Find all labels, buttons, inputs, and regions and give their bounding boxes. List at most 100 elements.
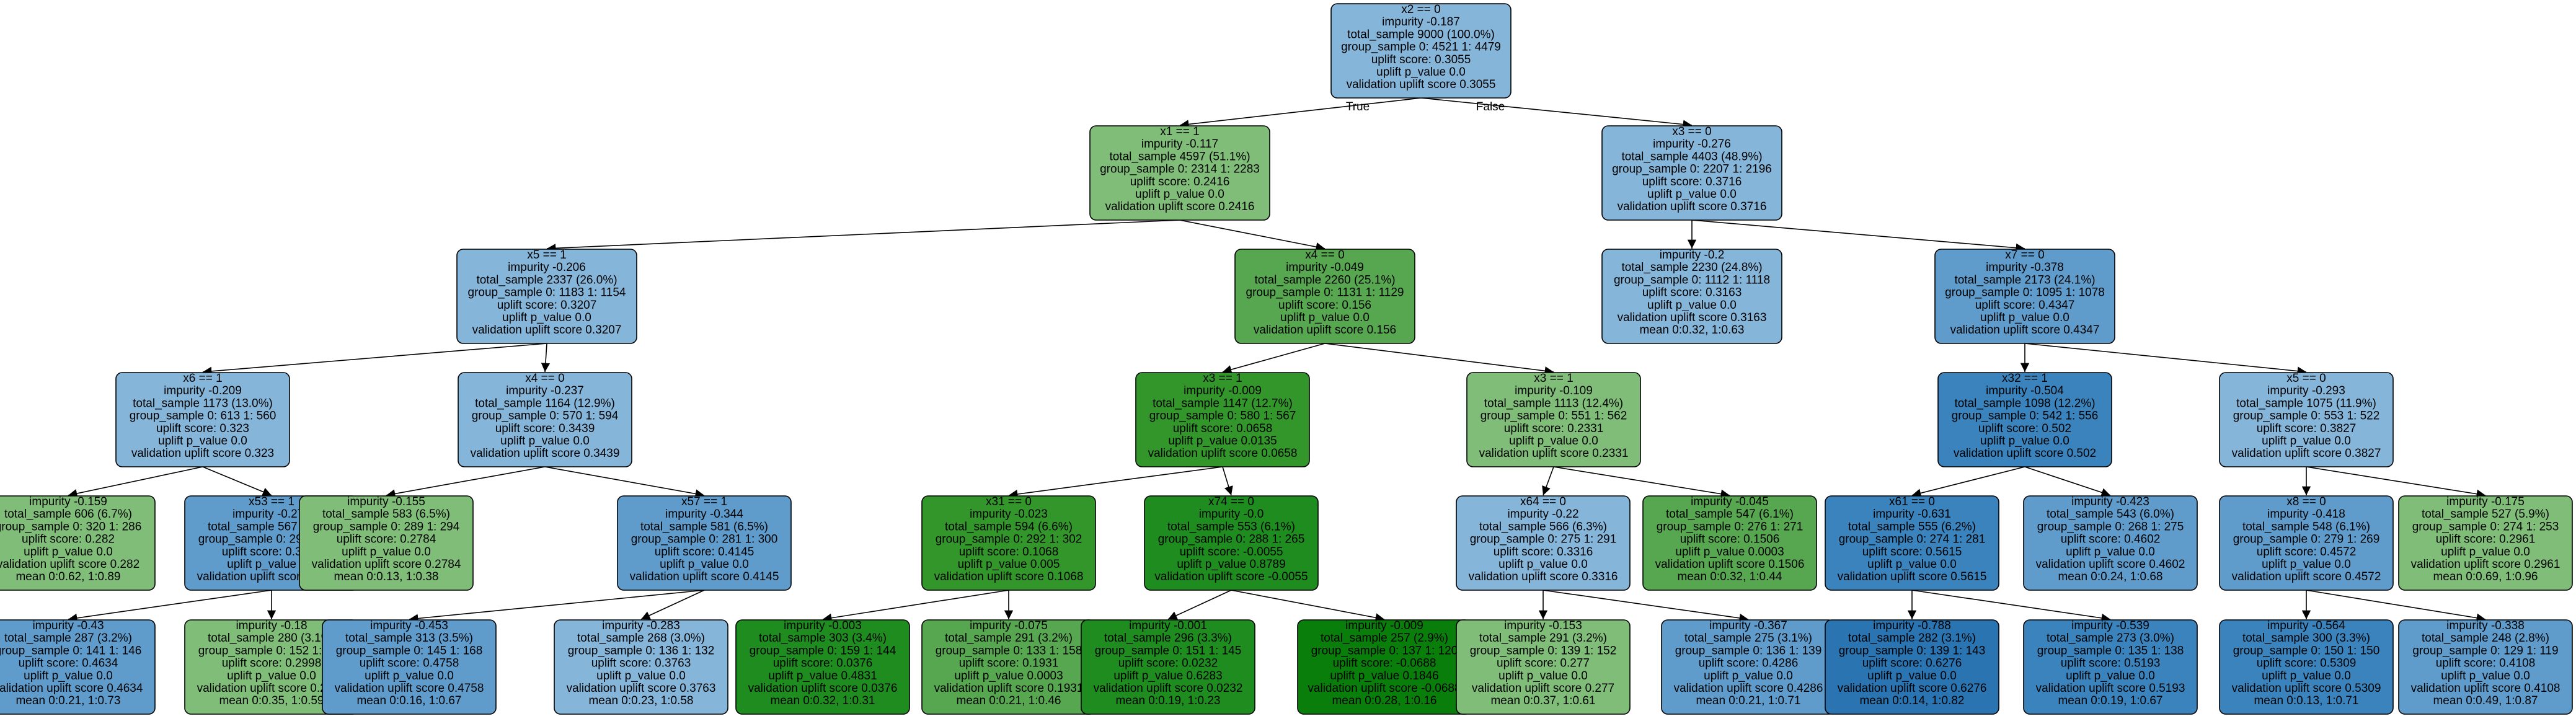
tree-node-line: uplift p_value 0.0 [1980, 435, 2069, 448]
tree-node-line: impurity -0.155 [347, 495, 425, 508]
tree-node-line: impurity -0.631 [1873, 508, 1951, 521]
tree-node-line: total_sample 566 (6.3%) [1479, 520, 1607, 533]
tree-node-line: impurity -0.539 [2071, 619, 2149, 632]
tree-node-line: uplift p_value 0.0 [1867, 558, 1957, 571]
tree-node-line: validation uplift score 0.0658 [1148, 447, 1298, 460]
tree-node-line: total_sample 4597 (51.1%) [1109, 150, 1250, 163]
tree-node-line: mean 0:0.35, 1:0.59 [219, 694, 324, 707]
tree-node-line: group_sample 0: 275 1: 291 [1470, 533, 1617, 546]
tree-node-line: mean 0:0.21, 1:0.46 [956, 694, 1061, 707]
tree-node-line: x3 == 0 [1672, 125, 1711, 138]
tree-node-line: uplift p_value 0.0 [2441, 546, 2530, 559]
tree-node-line: uplift score: 0.2416 [1130, 175, 1230, 188]
tree-node-line: x4 == 0 [1305, 249, 1344, 262]
tree-node-line: uplift score: 0.282 [22, 533, 115, 546]
tree-node-line: impurity -0.276 [1653, 138, 1731, 151]
tree-node-line: mean 0:0.32, 1:0.44 [1677, 570, 1782, 583]
tree-node-line: uplift score: 0.2961 [2436, 533, 2536, 546]
tree-node-line: uplift score: 0.3055 [1371, 53, 1471, 66]
tree-node-line: total_sample 2173 (24.1%) [1954, 273, 2095, 286]
tree-node-line: total_sample 268 (3.0%) [577, 632, 705, 645]
tree-node-line: total_sample 594 (6.6%) [945, 520, 1073, 533]
tree-node-line: uplift score: 0.3163 [1642, 286, 1742, 299]
tree-node-line: uplift p_value 0.0 [1509, 435, 1598, 448]
tree-node-line: x3 == 1 [1203, 372, 1242, 385]
tree-node-box [1825, 619, 1999, 715]
tree-node-line: group_sample 0: 551 1: 562 [1481, 410, 1627, 423]
tree-node-line: total_sample 2230 (24.8%) [1621, 261, 1762, 274]
tree-node-box [1934, 249, 2115, 344]
tree-edge [1222, 343, 1326, 374]
tree-node-box [0, 495, 156, 591]
tree-node-line: uplift score: 0.4634 [19, 657, 118, 670]
tree-node-line: validation uplift score 0.2784 [312, 558, 461, 571]
tree-node-line: impurity -0.206 [508, 261, 586, 274]
tree-node-line: total_sample 291 (3.2%) [945, 632, 1073, 645]
tree-node-line: group_sample 0: 2314 1: 2283 [1100, 163, 1260, 176]
tree-node-line: validation uplift score 0.277 [1472, 682, 1614, 695]
tree-node-line: validation uplift score 0.1068 [934, 570, 1084, 583]
tree-edge [202, 466, 272, 497]
tree-node-line: impurity -0.045 [1691, 495, 1769, 508]
tree-node-line: group_sample 0: 289 1: 294 [313, 520, 460, 533]
tree-node-line: uplift p_value 0.6283 [1113, 670, 1222, 683]
tree-node-line: mean 0:0.24, 1:0.68 [2058, 570, 2162, 583]
tree-edge [1911, 466, 2025, 498]
tree-node-line: impurity -0.009 [1184, 384, 1262, 397]
tree-node-line: x3 == 1 [1534, 372, 1573, 385]
tree-node-line: mean 0:0.13, 1:0.38 [334, 570, 438, 583]
tree-node-line: validation uplift score 0.4758 [335, 682, 484, 695]
tree-node-line: uplift p_value 0.0 [342, 546, 431, 559]
tree-node-line: mean 0:0.21, 1:0.73 [15, 694, 120, 707]
tree-node-line: x7 == 0 [2005, 249, 2044, 262]
tree-node-line: validation uplift score -0.0688 [1308, 682, 1461, 695]
tree-node-line: mean 0:0.21, 1:0.71 [1696, 694, 1800, 707]
tree-node-box [2398, 619, 2573, 715]
tree-node-line: uplift score: 0.1931 [959, 657, 1059, 670]
tree-node-line: total_sample 282 (3.1%) [1848, 632, 1976, 645]
tree-node-line: total_sample 1075 (11.9%) [2236, 397, 2376, 410]
tree-node-line: total_sample 606 (6.7%) [4, 508, 132, 521]
tree-node-line: uplift score: 0.2998 [222, 657, 322, 670]
tree-node-line: x8 == 0 [2286, 495, 2326, 508]
tree-node-line: impurity -0.159 [29, 495, 107, 508]
tree-node-line: x5 == 1 [527, 249, 566, 262]
tree-node-line: validation uplift score 0.3207 [472, 324, 622, 337]
tree-node-line: uplift score: -0.0055 [1180, 546, 1283, 559]
tree-node-line: total_sample 583 (6.5%) [322, 508, 450, 521]
tree-node-line: total_sample 527 (5.9%) [2422, 508, 2549, 521]
tree-node-box [1456, 619, 1631, 715]
tree-node-line: impurity -0.788 [1873, 619, 1951, 632]
tree-node-box [1330, 3, 1512, 99]
tree-node-line: uplift score: 0.3827 [2257, 422, 2357, 435]
tree-node-line: impurity -0.237 [506, 384, 584, 397]
tree-edge [2024, 466, 2111, 497]
tree-node-box [1937, 372, 2112, 467]
tree-node-line: uplift p_value 0.0 [1704, 670, 1793, 683]
tree-node-line: group_sample 0: 137 1: 120 [1311, 644, 1458, 657]
tree-edge [544, 466, 705, 498]
tree-node-line: impurity -0.367 [1709, 619, 1787, 632]
tree-node-line: group_sample 0: 580 1: 567 [1149, 410, 1296, 423]
tree-node-line: group_sample 0: 276 1: 271 [1657, 520, 1804, 533]
tree-node-line: impurity -0.423 [2071, 495, 2149, 508]
tree-node-line: validation uplift score 0.0232 [1094, 682, 1243, 695]
tree-node-line: group_sample 0: 1183 1: 1154 [468, 286, 626, 299]
tree-node-box [1466, 372, 1641, 467]
tree-node-line: uplift p_value 0.0 [2066, 546, 2155, 559]
tree-node-line: group_sample 0: 139 1: 152 [1470, 644, 1617, 657]
tree-node-line: impurity -0.187 [1382, 15, 1460, 29]
tree-edge [1911, 590, 2111, 623]
